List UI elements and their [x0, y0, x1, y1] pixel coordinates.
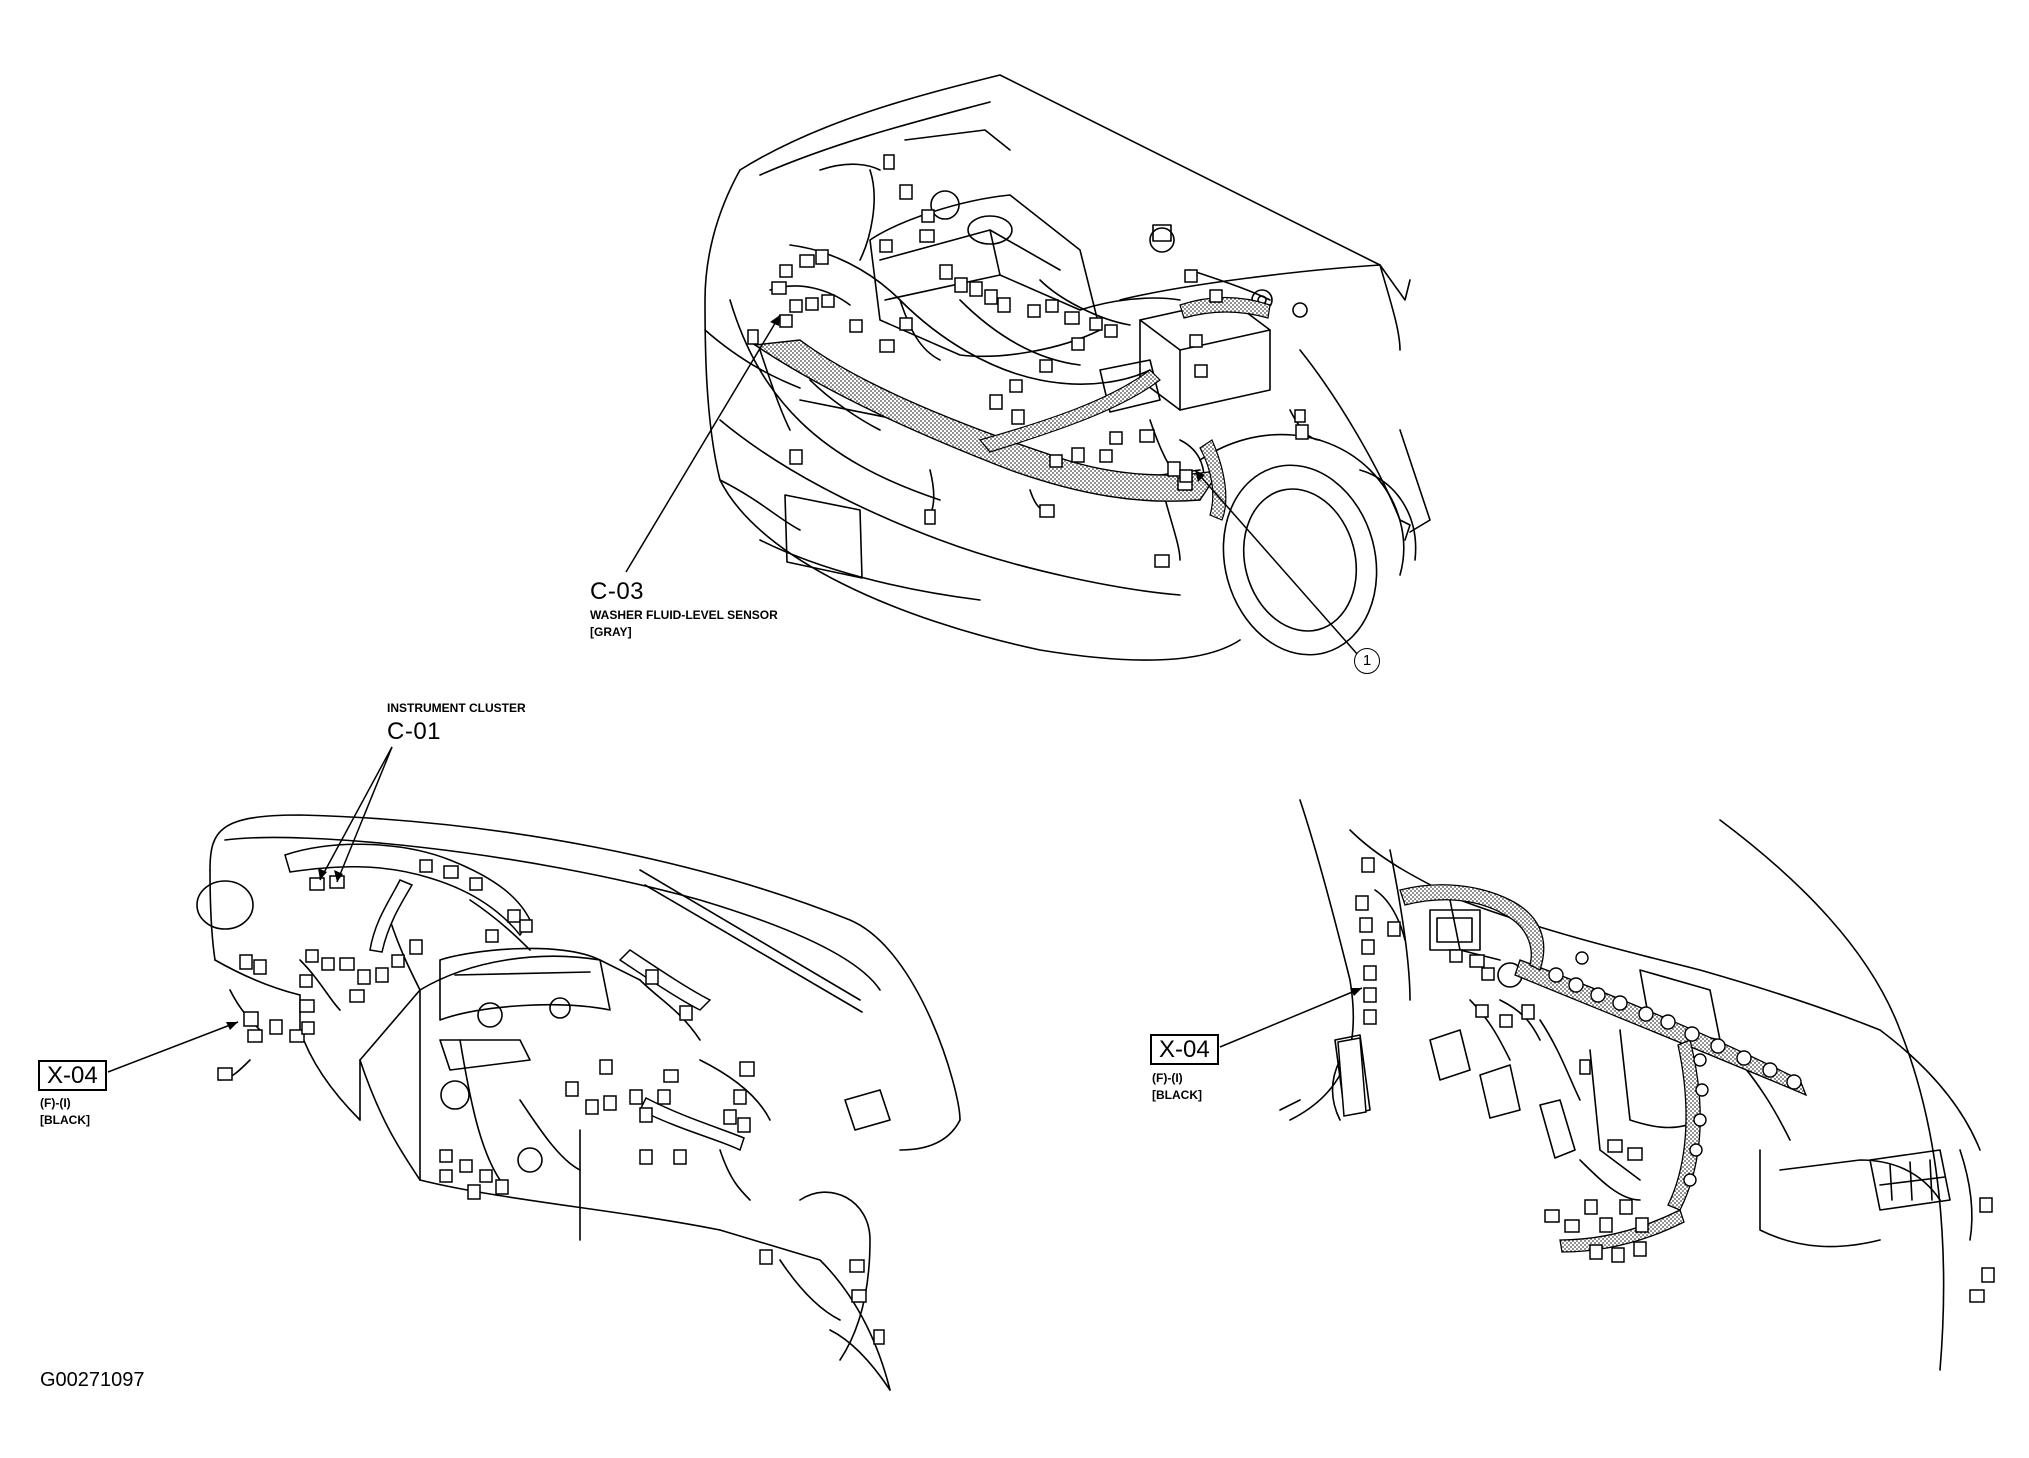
dash-right-harness	[1514, 959, 1808, 1097]
dash-right-connectors	[1355, 857, 1995, 1303]
left-vent	[196, 880, 254, 930]
x04-right-connector-body	[1337, 1037, 1367, 1117]
dash-left-harness-drop	[369, 879, 414, 953]
license-plate	[784, 494, 863, 579]
c03-color: [GRAY]	[590, 625, 632, 639]
engine-harness-right	[1179, 296, 1271, 319]
hood-outline	[739, 74, 1381, 301]
dash-left-connectors	[217, 859, 885, 1345]
pedal-1	[1429, 1029, 1471, 1081]
callout-1-leader	[1194, 469, 1359, 656]
engine-connectors	[747, 154, 1309, 568]
figure-id: G00271097	[40, 1369, 145, 1391]
c01-name: INSTRUMENT CLUSTER	[387, 701, 526, 715]
air-box	[1139, 299, 1271, 411]
dash-right-clips	[1548, 951, 1802, 1187]
dash-left-harness-lower	[638, 1096, 745, 1152]
c03-code: C-03	[590, 578, 645, 605]
c01-leaders	[319, 746, 393, 883]
car-body-outline	[704, 169, 1241, 661]
right-vent-grid	[1869, 1149, 1951, 1211]
c03-name: WASHER FLUID-LEVEL SENSOR	[590, 608, 778, 622]
dash-top-outline	[209, 814, 961, 1121]
x04-right-code: X-04	[1150, 1034, 1219, 1065]
x04-right-position: (F)-(I)	[1152, 1071, 1183, 1085]
reservoir-right	[1149, 227, 1175, 253]
harness-wires	[789, 244, 1151, 385]
x04-left-color: [BLACK]	[40, 1113, 90, 1127]
x04-left-position: (F)-(I)	[40, 1096, 71, 1110]
front-wheel	[1222, 464, 1378, 656]
dash-right-harness-drop	[1667, 1039, 1701, 1211]
x04-right-color: [BLACK]	[1152, 1088, 1202, 1102]
engine-harness-fender	[1199, 439, 1227, 521]
reservoir-left	[930, 190, 960, 220]
dash-right-harness-left	[1399, 884, 1545, 971]
pedal-3	[1539, 1099, 1576, 1159]
c01-code: C-01	[387, 718, 442, 745]
engine-harness	[753, 339, 1222, 502]
glove-box-slot	[439, 1039, 531, 1071]
x04-left-leader	[107, 1021, 239, 1073]
c03-leader	[625, 314, 781, 573]
cluster-hood	[439, 947, 611, 1021]
engine-block	[869, 194, 1101, 358]
callout-1: 1	[1354, 648, 1380, 674]
x04-left-code: X-04	[38, 1060, 107, 1091]
pedal-2	[1479, 1064, 1521, 1119]
dashboard-left-illustration	[196, 814, 961, 1391]
dashboard-right-illustration	[1279, 799, 1981, 1371]
x04-right-leader	[1219, 987, 1363, 1048]
engine-harness-upper	[978, 369, 1161, 453]
module-box	[1429, 909, 1481, 951]
right-vent	[844, 1089, 891, 1131]
